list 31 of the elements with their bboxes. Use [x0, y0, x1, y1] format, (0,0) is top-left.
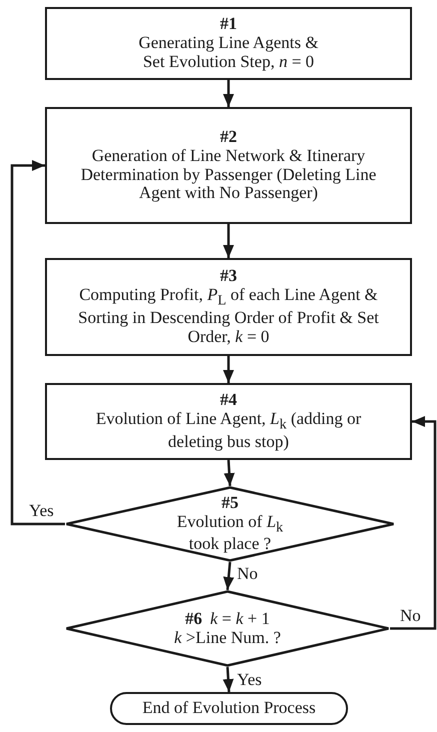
process-box: [45, 383, 412, 460]
process-box: [45, 258, 412, 356]
step-text: Evolution of Line Agent, L$_{k}$ (adding or deleting bus stop): [94, 410, 362, 452]
step-number: #6: [185, 610, 202, 628]
step-text: Generating Line Agents & Set Evolution Step, n = 0: [138, 34, 320, 72]
step-number: #5: [222, 494, 238, 513]
edge-label: No: [399, 607, 422, 624]
decision-text: k = k + 1: [210, 610, 270, 628]
arrow: [223, 356, 234, 383]
step-text: Generation of Line Network & Itinerary Determination by Passenger (Deleting Line Agent with No Passenger): [80, 146, 378, 203]
arrow: [224, 460, 235, 486]
step-text: Computing Profit, P$_{L}$ of each Line Agent & Sorting in Descending Order of Profit & Set Order, k = 0: [77, 286, 380, 347]
arrow: [10, 160, 65, 526]
edge-label: No: [236, 565, 259, 582]
step-number: #3: [220, 267, 237, 286]
process-box: [45, 7, 412, 80]
edge-label: Yes: [236, 671, 263, 688]
arrow: [390, 416, 436, 630]
decision-text: Evolution of L$_{k}$ took place ?: [176, 512, 284, 554]
process-box: [45, 107, 412, 224]
step-number: #2: [220, 128, 237, 147]
decision-text: k >Line Num. ?: [174, 628, 281, 648]
arrow: [223, 224, 234, 258]
step-text: End of Evolution Process: [142, 699, 316, 718]
edge-label: Yes: [28, 502, 55, 519]
arrow: [223, 80, 234, 107]
arrow: [222, 666, 234, 692]
step-number: #4: [220, 391, 237, 410]
step-number: #1: [220, 15, 237, 34]
arrow: [223, 562, 234, 590]
terminal-box: [110, 692, 348, 725]
